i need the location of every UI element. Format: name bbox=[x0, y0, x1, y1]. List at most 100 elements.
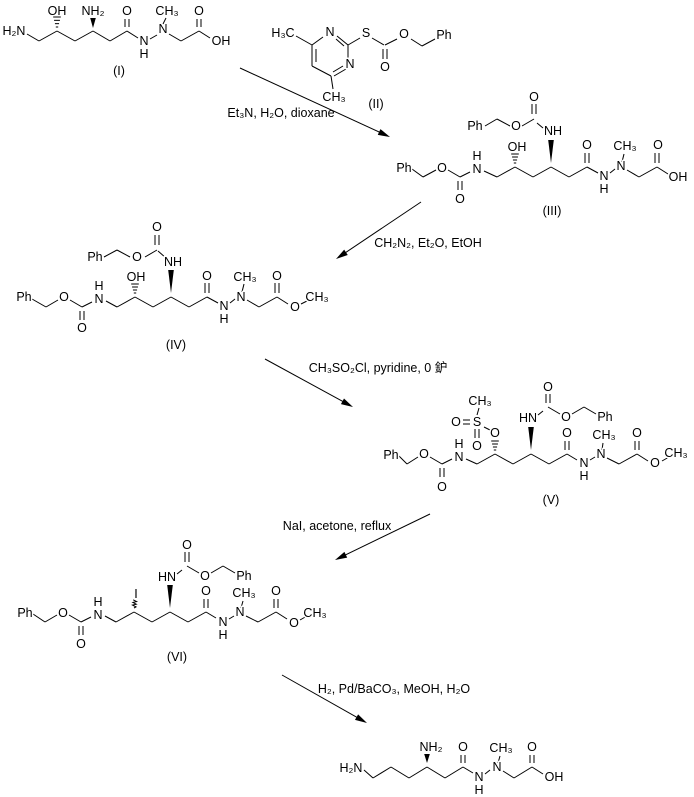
compound-label-V: (V) bbox=[543, 493, 560, 507]
bond bbox=[126, 30, 139, 39]
bond bbox=[532, 166, 552, 178]
atom-label: O bbox=[653, 138, 663, 152]
arrow-head bbox=[377, 129, 390, 137]
atom-label: CH₃ bbox=[155, 4, 178, 18]
wedge-bond bbox=[168, 270, 174, 293]
atom-label: O bbox=[59, 290, 69, 304]
atom-label: N bbox=[579, 456, 588, 470]
arrow-head bbox=[336, 249, 348, 259]
bond bbox=[206, 296, 219, 304]
bond bbox=[601, 442, 604, 451]
atom-label: O bbox=[202, 269, 212, 283]
bond bbox=[299, 615, 308, 621]
bond bbox=[109, 30, 128, 42]
atom-label: H bbox=[454, 437, 463, 451]
reaction-arrow-5: H₂, Pd/BaCO₃, MeOH, H₂O bbox=[281, 674, 470, 723]
atom-label: CH₃ bbox=[305, 290, 328, 304]
bond bbox=[548, 453, 568, 465]
bond bbox=[462, 766, 474, 774]
atom-label: O bbox=[132, 250, 142, 264]
arrow-head bbox=[335, 551, 348, 560]
bond bbox=[32, 613, 46, 623]
bond bbox=[333, 68, 347, 77]
atom-label: OH bbox=[508, 140, 527, 154]
atom-label: Ph bbox=[17, 606, 32, 620]
bond bbox=[661, 456, 670, 462]
atom-label: CH₃ bbox=[613, 139, 636, 153]
bond bbox=[626, 169, 640, 178]
atom-label: N bbox=[236, 290, 245, 304]
bond bbox=[589, 456, 596, 461]
bond bbox=[618, 453, 638, 465]
atom-label: CH₃ bbox=[592, 428, 615, 442]
atom-label: H bbox=[474, 783, 483, 797]
atom-label: O bbox=[76, 637, 86, 651]
bond bbox=[198, 30, 211, 39]
bond bbox=[547, 406, 561, 415]
bond bbox=[311, 65, 332, 77]
bond bbox=[514, 166, 534, 178]
atom-label: O bbox=[543, 380, 553, 394]
bond bbox=[68, 614, 82, 623]
bond bbox=[92, 30, 111, 42]
atom-label: O bbox=[650, 456, 660, 470]
bond bbox=[408, 766, 428, 779]
atom-label: OH bbox=[127, 270, 146, 284]
bond bbox=[38, 30, 58, 42]
bond bbox=[205, 611, 217, 619]
bond bbox=[496, 118, 511, 127]
bond bbox=[188, 296, 208, 308]
arrow-line bbox=[281, 674, 365, 722]
bond bbox=[496, 166, 516, 178]
bond bbox=[116, 296, 136, 308]
bond bbox=[372, 766, 392, 779]
bond bbox=[497, 755, 501, 764]
bond bbox=[636, 453, 649, 462]
atom-label: NH₂ bbox=[82, 4, 105, 18]
bond bbox=[606, 457, 620, 465]
atom-label: O bbox=[201, 584, 211, 598]
atom-label: CH₃ bbox=[303, 606, 326, 620]
arrow-line bbox=[337, 513, 431, 560]
bond bbox=[484, 118, 498, 127]
atom-label: NH₂ bbox=[420, 740, 443, 754]
bond bbox=[103, 249, 118, 258]
bond bbox=[656, 166, 669, 175]
atom-label: N bbox=[219, 299, 228, 313]
bond bbox=[26, 33, 40, 42]
bond bbox=[429, 456, 443, 465]
atom-label: I bbox=[134, 587, 137, 601]
bond bbox=[258, 296, 278, 308]
atom-label: H bbox=[139, 47, 148, 61]
bond bbox=[162, 17, 167, 25]
bond bbox=[621, 153, 625, 163]
bond bbox=[105, 300, 118, 308]
bond bbox=[444, 766, 464, 779]
bond bbox=[240, 600, 244, 609]
atom-label: Ph bbox=[597, 410, 612, 424]
bond bbox=[406, 456, 419, 465]
atom-label: O bbox=[490, 426, 500, 440]
atom-label: H bbox=[599, 182, 608, 196]
bond bbox=[180, 30, 200, 42]
bond bbox=[410, 38, 423, 47]
bond bbox=[44, 614, 58, 623]
atom-label: Ph bbox=[87, 250, 102, 264]
bond bbox=[459, 171, 471, 178]
reaction-arrow-4: NaI, acetone, reflux bbox=[283, 513, 431, 560]
atom-label: CH₃ bbox=[489, 741, 512, 755]
atom-label: N bbox=[218, 615, 227, 629]
arrow-line bbox=[264, 358, 351, 407]
bond bbox=[144, 249, 158, 258]
wavy-bond bbox=[131, 599, 139, 609]
wedge-bond bbox=[424, 754, 430, 763]
atom-label: O bbox=[451, 415, 461, 429]
atom-label: N bbox=[472, 162, 481, 176]
atom-label: Ph bbox=[396, 161, 411, 175]
atom-label: N bbox=[599, 169, 608, 183]
atom-label: N bbox=[93, 608, 102, 622]
atom-label: O bbox=[152, 220, 162, 234]
bond bbox=[275, 611, 288, 620]
atom-label: N bbox=[474, 770, 483, 784]
